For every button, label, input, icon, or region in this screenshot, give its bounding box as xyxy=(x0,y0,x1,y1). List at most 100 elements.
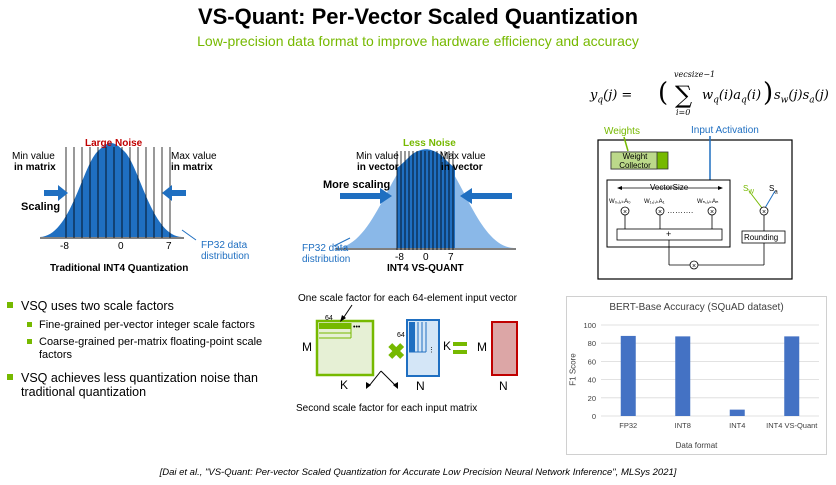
vsq-formula: yq(j) = ( ∑ vecsize−1 i=0 wq(i)aq(i) ) s… xyxy=(590,70,836,122)
formula-sum-lower: i=0 xyxy=(676,108,691,117)
min-vector-label-b: in vector xyxy=(357,162,399,173)
svg-text:•••: ••• xyxy=(353,324,361,331)
vectorsize-label: VectorSize xyxy=(650,183,689,192)
bert-accuracy-chart: BERT-Base Accuracy (SQuAD dataset) F1 Sc… xyxy=(566,296,827,455)
matrix-n-label: N xyxy=(416,379,425,393)
formula-lhs-sub: q xyxy=(597,95,604,106)
bullet-1-sub-2-text: Coarse-grained per-matrix floating-point… xyxy=(39,336,263,361)
size-64-a-label: 64 xyxy=(325,315,333,322)
formula-body-sub2: q xyxy=(740,95,747,106)
chart-ytick-label: 100 xyxy=(583,321,596,330)
chart-bar xyxy=(675,336,691,416)
chart-title: BERT-Base Accuracy (SQuAD dataset) xyxy=(609,302,784,313)
chart-bar xyxy=(729,409,745,416)
bullet-2-square-icon xyxy=(7,374,13,380)
page-subtitle: Low-precision data format to improve har… xyxy=(197,33,639,49)
svg-text:⋮: ⋮ xyxy=(428,347,435,354)
scale-per-vector-label: One scale factor for each 64-element inp… xyxy=(298,293,518,304)
rounding-label: Rounding xyxy=(744,233,779,242)
bullet-1-sub-1: Fine-grained per-vector integer scale fa… xyxy=(27,319,287,332)
formula-sum-upper: vecsize−1 xyxy=(674,70,716,79)
sw-label: SW xyxy=(743,184,755,196)
chart-ytick-label: 40 xyxy=(588,376,596,385)
chart-ytick-label: 80 xyxy=(588,339,596,348)
max-vector-label-b: in vector xyxy=(441,162,483,173)
sa-label: Sa xyxy=(769,184,778,196)
bullet-2: VSQ achieves less quantization noise tha… xyxy=(7,371,287,399)
vsq-tick-7: 7 xyxy=(448,252,454,263)
bullet-2-text: VSQ achieves less quantization noise tha… xyxy=(21,371,258,399)
svg-text:×: × xyxy=(692,263,696,270)
tick-7: 7 xyxy=(166,241,172,252)
matrix-m2-label: M xyxy=(477,340,487,354)
tick-0: 0 xyxy=(118,241,124,252)
chart-xlabel: Data format xyxy=(675,441,718,450)
matrix-k-label: K xyxy=(340,378,349,392)
svg-text:×: × xyxy=(658,209,662,216)
formula-paren-close: ) xyxy=(763,78,774,108)
traditional-int4-caption: Traditional INT4 Quantization xyxy=(50,263,189,274)
min-value-label-b: in matrix xyxy=(14,162,56,173)
bullet-1: VSQ uses two scale factors xyxy=(7,299,287,313)
formula-lhs-arg: (j) = xyxy=(603,88,633,103)
bullet-1-sub-1-text: Fine-grained per-vector integer scale fa… xyxy=(39,319,255,331)
svg-text:×: × xyxy=(762,209,766,216)
weight-collector-label: Weight Collector xyxy=(619,152,651,170)
formula-body: w xyxy=(702,88,714,103)
bullet-1-sub-2-square-icon xyxy=(27,339,32,344)
svg-text:×: × xyxy=(623,209,627,216)
vsq-fp32-label-b: distribution xyxy=(302,254,351,265)
input-activation-label: Input Activation xyxy=(691,125,759,136)
chart-ytick-label: 20 xyxy=(588,394,596,403)
svg-text:✖: ✖ xyxy=(387,339,405,364)
formula-tail-arg1: (j)s xyxy=(788,88,810,103)
min-vector-label: Min value xyxy=(356,151,399,162)
formula-body-sub1: q xyxy=(713,95,719,106)
vsq-tick-0: 0 xyxy=(423,252,429,263)
scale-per-matrix-label: Second scale factor for each input matri… xyxy=(296,403,478,414)
wn-label: Wₙ,ⱼ,ₖAₙ xyxy=(697,199,719,205)
less-noise-label: Less Noise xyxy=(403,138,456,149)
chart-xtick-label: INT4 xyxy=(729,421,745,430)
chart-bar xyxy=(620,335,636,416)
chart-xtick-label: INT8 xyxy=(675,421,691,430)
vsq-fp32-label: FP32 data xyxy=(302,243,349,254)
min-value-label: Min value xyxy=(12,151,55,162)
bullet-1-sub-1-square-icon xyxy=(27,322,32,327)
vs-quant-caption: INT4 VS-QUANT xyxy=(387,263,464,274)
matrix-n2-label: N xyxy=(499,379,508,393)
fp32-distribution-label: FP32 data xyxy=(201,240,248,251)
hw-dots: ………. xyxy=(667,206,694,215)
formula-tail-sub2: a xyxy=(809,95,815,106)
chart-ytick-label: 0 xyxy=(592,412,596,421)
formula-body-arg2: (i) xyxy=(746,88,762,103)
weights-label: Weights xyxy=(604,126,640,137)
citation: [Dai et al., "VS-Quant: Per-vector Scale… xyxy=(159,467,677,478)
adder-label: + xyxy=(666,229,672,239)
vsq-tick-neg-8: -8 xyxy=(395,252,404,263)
size-64-b-label: 64 xyxy=(397,332,405,339)
bullet-1-text: VSQ uses two scale factors xyxy=(21,299,174,313)
page-title: VS-Quant: Per-Vector Scaled Quantization xyxy=(197,4,639,29)
formula-sum-icon: ∑ xyxy=(675,81,693,109)
more-scaling-label: More scaling xyxy=(323,179,391,191)
tick-neg-8: -8 xyxy=(60,241,69,252)
svg-text:×: × xyxy=(710,209,714,216)
formula-paren-open: ( xyxy=(658,78,669,108)
max-value-label-b: in matrix xyxy=(171,162,213,173)
chart-xtick-label: FP32 xyxy=(619,421,637,430)
chart-ytick-label: 60 xyxy=(588,357,596,366)
chart-bar xyxy=(784,336,800,416)
formula-body-arg1: (i)a xyxy=(718,88,741,103)
formula-lhs: y xyxy=(590,88,598,103)
bullet-1-sub-2: Coarse-grained per-matrix floating-point… xyxy=(27,336,287,362)
bullet-1-square-icon xyxy=(7,302,13,308)
scaling-label: Scaling xyxy=(21,201,61,213)
formula-tail: s xyxy=(774,88,781,103)
formula-tail-arg2: (j) xyxy=(814,88,829,103)
